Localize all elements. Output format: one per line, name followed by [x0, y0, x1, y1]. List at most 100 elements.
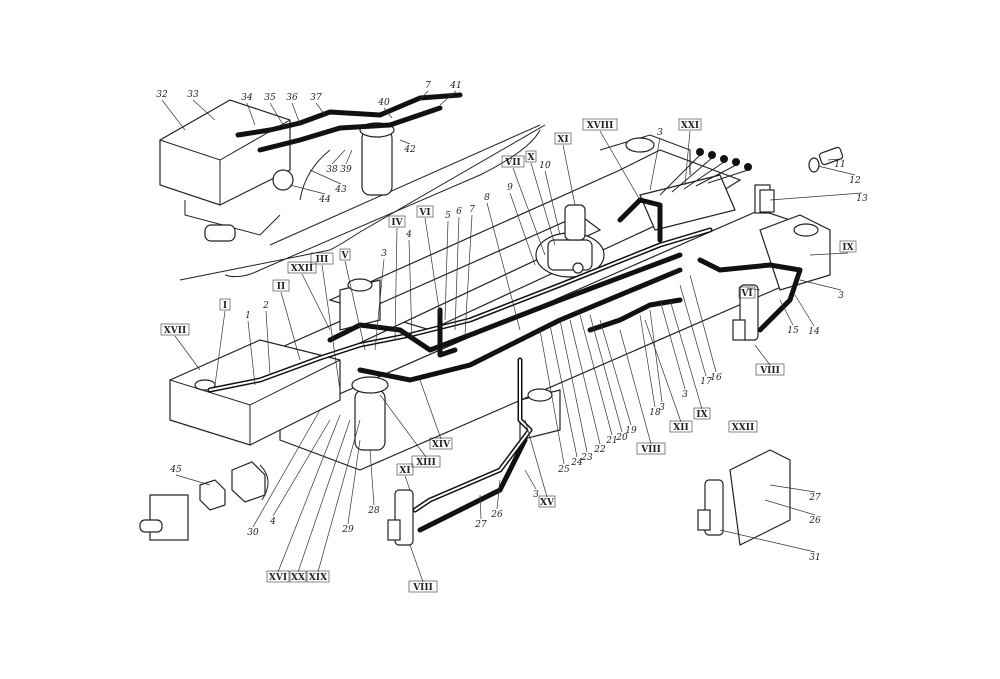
part-number-callout: 7: [425, 81, 431, 91]
leader-line: [265, 310, 271, 376]
part-number-callout: 3: [659, 403, 665, 413]
leader-line: [291, 102, 301, 125]
leader-line: [439, 90, 457, 106]
roman-callout-frame: [755, 363, 785, 376]
part-number-callout: 31: [809, 553, 820, 563]
part-number-callout: 13: [856, 194, 868, 204]
part-number-callout: 9: [507, 183, 513, 193]
roman-callout: XV: [540, 498, 555, 508]
roman-callout: XVIII: [587, 121, 614, 131]
roman-callout: VII: [504, 158, 520, 168]
roman-callout: VI: [418, 208, 430, 218]
cylinder-xxii: [697, 449, 791, 546]
part-number-callout: 43: [334, 185, 347, 195]
leader-line: [649, 137, 661, 191]
leader-line: [374, 258, 385, 351]
part-number-callout: 29: [341, 525, 354, 535]
leader-line: [669, 299, 703, 410]
roman-callout: XI: [399, 466, 410, 476]
part-number-callout: 38: [326, 165, 338, 175]
leader-line: [579, 314, 613, 436]
leader-line: [689, 274, 717, 373]
part-number-callout: 28: [367, 506, 380, 516]
leader-line: [408, 239, 413, 341]
part-number-callout: 25: [557, 465, 570, 475]
main-filter: [351, 376, 389, 451]
leader-line: [559, 319, 588, 453]
leader-line: [769, 484, 816, 493]
leader-line: [599, 319, 632, 426]
roman-callout-frame: [160, 323, 190, 336]
part-number-callout: 39: [340, 165, 352, 175]
leader-line: [530, 162, 556, 246]
part-number-callout: 26: [808, 516, 821, 526]
leader-line: [379, 394, 427, 458]
leader-line: [562, 144, 576, 206]
part-number-callout: 2: [262, 301, 269, 311]
part-number-callout: 40: [377, 98, 390, 108]
leader-line: [409, 544, 424, 583]
part-number-callout: 6: [456, 207, 462, 217]
roman-callout: X: [528, 153, 535, 163]
leader-line: [524, 419, 548, 498]
cylinder-right: [732, 284, 759, 341]
roman-callout: XXII: [732, 423, 754, 433]
leader-line: [331, 149, 346, 165]
cylinder-left: [387, 489, 414, 546]
leader-line: [754, 344, 771, 366]
leader-line: [539, 329, 565, 465]
part-number-callout: 1: [245, 311, 251, 321]
leader-line: [252, 409, 321, 528]
part-number-callout: 4: [405, 230, 412, 240]
roman-callout: XXI: [681, 121, 699, 131]
roman-callout-frame: [678, 118, 702, 131]
leader-line: [454, 216, 460, 331]
leader-line: [496, 479, 501, 510]
leader-line: [619, 329, 652, 445]
roman-callout: VIII: [759, 366, 780, 376]
leader-line: [679, 284, 707, 377]
pipelines: [207, 197, 803, 533]
leader-line: [404, 475, 411, 491]
roman-callout-frame: [429, 437, 453, 450]
roman-callout: IX: [696, 410, 707, 420]
roman-callout-frame: [538, 495, 556, 508]
roman-callout: XVI: [269, 573, 287, 583]
leader-line: [569, 319, 601, 445]
roman-callout: V: [341, 251, 350, 261]
roman-callout: XIII: [416, 458, 436, 468]
roman-callout: IX: [842, 243, 853, 253]
leader-line: [764, 499, 816, 516]
part-number-callout: 7: [469, 205, 475, 215]
part-number-callout: 21: [605, 436, 617, 446]
part-number-callout: 32: [156, 90, 168, 100]
leader-line: [297, 419, 351, 573]
part-number-callout: 34: [241, 93, 253, 103]
leader-line: [317, 419, 361, 573]
leader-line: [464, 214, 473, 336]
leader-line: [175, 474, 211, 486]
leader-line: [512, 167, 546, 256]
roman-callout-frame: [501, 155, 525, 168]
leader-line: [746, 287, 761, 291]
pump-unit: [535, 204, 605, 278]
part-number-callout: 3: [838, 291, 844, 301]
roman-callout-frame: [408, 580, 438, 593]
leader-line: [272, 419, 331, 517]
part-number-callout: 24: [570, 458, 583, 468]
roman-callout: IV: [391, 218, 403, 228]
leader-line: [277, 414, 341, 573]
part-number-callout: 44: [318, 195, 331, 205]
leader-line: [589, 314, 623, 433]
inset-filter: [359, 122, 395, 196]
roman-callout-frame: [287, 261, 317, 274]
leader-line: [369, 449, 375, 506]
roman-callout-frame: [416, 205, 434, 218]
inset-pipe-2: [257, 105, 443, 153]
leader-line: [269, 102, 286, 129]
leader-line: [524, 469, 537, 490]
part-number-callout: 5: [445, 211, 451, 221]
part-number-callout: 23: [580, 453, 593, 463]
part-number-callout: 14: [808, 327, 820, 337]
